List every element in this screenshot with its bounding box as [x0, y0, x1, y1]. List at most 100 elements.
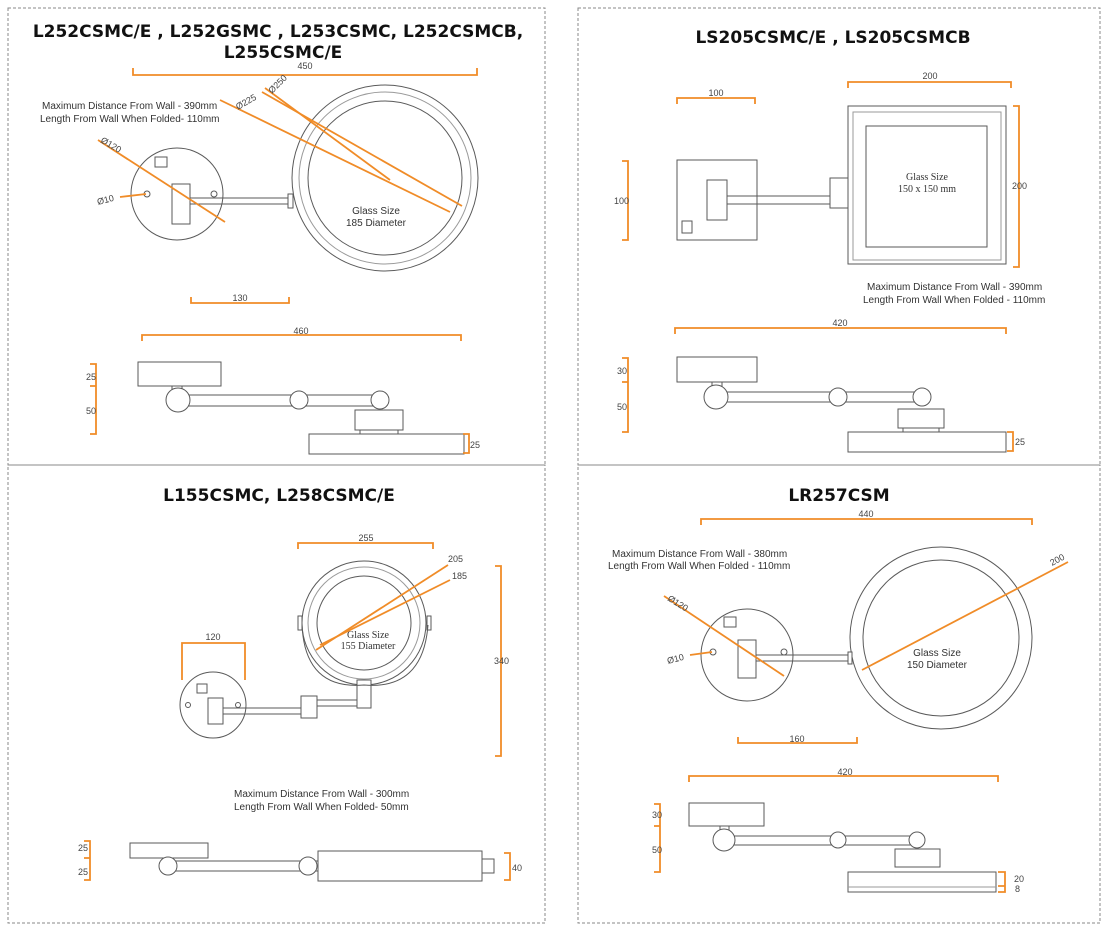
- side-arm: [177, 394, 379, 407]
- side-mirror-pivot: [354, 409, 404, 431]
- side-mirror: [308, 433, 465, 455]
- dim-line-d-outer: [264, 87, 391, 181]
- side-joint-2: [298, 856, 318, 876]
- note-folded-length: Length From Wall When Folded- 110mm: [40, 114, 220, 125]
- dim-side-h3: 40: [512, 863, 522, 873]
- note-max-distance: Maximum Distance From Wall - 390mm: [42, 101, 217, 112]
- mirror-frame: [307, 566, 421, 680]
- dim-base-w: 100: [708, 88, 723, 98]
- panel-1: L252CSMC/E , L252GSMC , L253CSMC, L252CS…: [33, 22, 523, 455]
- dim-line-side-width: [688, 775, 999, 782]
- side-joint-3: [912, 387, 932, 407]
- note-folded-length: Length From Wall When Folded - 110mm: [608, 561, 790, 572]
- dim-base-w: 120: [205, 632, 220, 642]
- side-mirror: [847, 431, 1007, 453]
- dim-mirror-h: 200: [1012, 181, 1027, 191]
- dim-side-width: 420: [832, 318, 847, 328]
- screw-hole-left: [185, 702, 191, 708]
- side-joint-1: [712, 828, 736, 852]
- dim-side-h1: 30: [617, 366, 627, 376]
- panel-3-border: [7, 464, 546, 924]
- dim-d-outer: 200: [1048, 552, 1066, 568]
- dim-line-mirror-h: [1013, 105, 1020, 268]
- glass-size-value: 150 Diameter: [907, 660, 968, 671]
- dim-side-width: 420: [837, 767, 852, 777]
- dim-d-screw: Ø10: [96, 193, 115, 207]
- dim-line-d-inner: [319, 579, 451, 646]
- dim-side-h3: 20: [1014, 874, 1024, 884]
- note-max-distance: Maximum Distance From Wall - 300mm: [234, 789, 409, 800]
- note-max-distance: Maximum Distance From Wall - 380mm: [612, 549, 787, 560]
- dim-line-side-h3: [998, 871, 1006, 893]
- panel-3-title: L155CSMC, L258CSMC/E: [163, 486, 395, 506]
- yoke-mount: [356, 679, 372, 709]
- dim-side-width: 460: [293, 326, 308, 336]
- glass-size-value: 150 x 150 mm: [898, 184, 956, 195]
- dim-line-side-width: [674, 327, 1007, 334]
- dim-line-side-heights: [84, 840, 91, 881]
- panel-4-border: [577, 464, 1101, 924]
- yoke-arm: [301, 624, 429, 686]
- side-wall-plate: [129, 842, 209, 859]
- dim-top-width: 450: [297, 61, 312, 71]
- dim-line-base-w: [181, 642, 246, 680]
- side-joint-1: [703, 384, 729, 410]
- dim-side-h3: 25: [470, 440, 480, 450]
- dim-base-h: 100: [614, 196, 629, 206]
- side-joint-3: [370, 390, 390, 410]
- side-joint-1: [165, 387, 191, 413]
- mirror-glass: [307, 100, 463, 256]
- square-wall-plate: [676, 159, 758, 241]
- note-max-distance: Maximum Distance From Wall - 390mm: [867, 282, 1042, 293]
- dim-mirror-w: 255: [358, 533, 373, 543]
- dim-side-h1: 30: [652, 810, 662, 820]
- pivot-right: [426, 615, 432, 631]
- note-folded-length: Length From Wall When Folded- 50mm: [234, 802, 409, 813]
- mirror-middle-ring: [298, 91, 472, 265]
- panel-1-border: [7, 7, 546, 466]
- side-mirror-pivot: [897, 408, 945, 429]
- switch-icon: [681, 220, 693, 234]
- dim-line-mirror-w: [847, 81, 1012, 88]
- arm: [726, 195, 831, 205]
- mirror-glass: [862, 559, 1020, 717]
- screw-hole-right: [210, 190, 218, 198]
- dim-line-d-inner: [219, 99, 451, 213]
- side-joint-2: [289, 390, 309, 410]
- dim-side-h2: 50: [617, 402, 627, 412]
- dim-line-side-width: [141, 334, 462, 341]
- switch-icon: [723, 616, 737, 628]
- panel-2: LS205CSMC/E , LS205CSMCB 100 200 100 200…: [614, 28, 1045, 453]
- side-joint-3: [908, 831, 926, 849]
- side-joint-1: [158, 856, 178, 876]
- side-arm: [167, 860, 319, 872]
- dim-base-offset: 130: [232, 293, 247, 303]
- dim-base-offset: 160: [789, 734, 804, 744]
- side-wall-plate: [676, 356, 758, 383]
- dim-side-h2: 25: [78, 867, 88, 877]
- pivot-left: [297, 615, 303, 631]
- glass-size-label: Glass Size: [352, 206, 400, 217]
- dim-d-outer: 205: [448, 554, 463, 564]
- dim-d-screw: Ø10: [666, 652, 685, 666]
- dim-line-d-outer-arc: [261, 91, 463, 207]
- panel-2-title: LS205CSMC/E , LS205CSMCB: [695, 28, 970, 48]
- side-mirror: [847, 871, 997, 893]
- dim-line-d-outer: [861, 561, 1069, 671]
- dim-line-d-base: [663, 595, 785, 677]
- panel-1-title-line-1: L252CSMC/E , L252GSMC , L253CSMC, L252CS…: [33, 22, 523, 42]
- switch-icon: [154, 156, 168, 168]
- glass-size-label: Glass Size: [906, 172, 949, 183]
- switch-icon: [196, 683, 208, 694]
- arm-bracket: [207, 697, 224, 725]
- square-mirror-frame: [852, 111, 1002, 261]
- arm-knuckle: [300, 695, 318, 719]
- side-joint-2: [829, 831, 847, 849]
- side-arm: [723, 835, 920, 846]
- arm-segment-1: [222, 707, 304, 715]
- dim-line-base-offset: [190, 297, 290, 304]
- glass-size-value: 155 Diameter: [341, 641, 396, 652]
- square-mirror-outer: [847, 105, 1007, 265]
- arm-bracket: [706, 179, 728, 221]
